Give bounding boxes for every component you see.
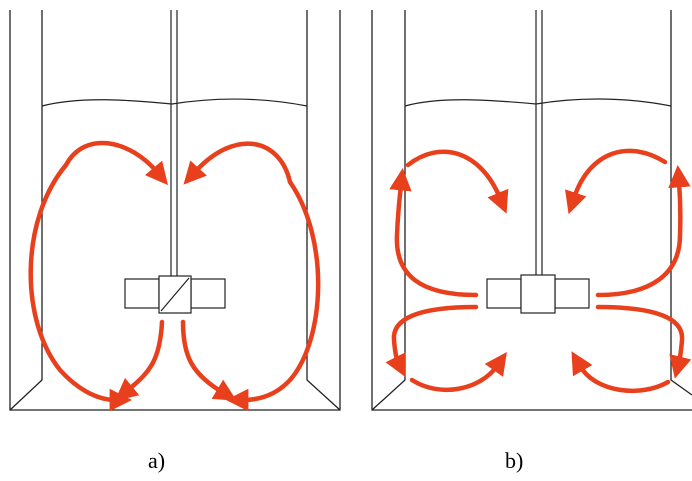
circulation-loop-arrow-icon [385, 148, 692, 394]
liquid-surface-a [41, 98, 308, 107]
flow-arrow-a-upper-left [63, 140, 169, 186]
caption-panel-a: a) [148, 448, 166, 473]
panel-b [371, 10, 692, 411]
flow-arrow-a-right-loop [225, 179, 321, 412]
flow-arrow-b-top-left-arc [405, 149, 509, 214]
flow-arrow-b-top-left-loop [389, 167, 479, 298]
flow-arrow-a-upper-right [183, 141, 293, 185]
flow-arrow-a-left-loop [28, 162, 133, 412]
tank-b [371, 10, 692, 411]
liquid-surface-b [404, 98, 672, 107]
tank-a [9, 10, 341, 411]
shaft-a [170, 10, 178, 276]
flow-arrow-b-bottom-right-arc [571, 351, 671, 394]
flow-arrow-b-top-right-arc [565, 148, 668, 215]
radial-flow-impeller-icon [486, 274, 590, 314]
flow-arrow-a-center-right [180, 319, 237, 401]
flow-arrow-b-top-right-loop [595, 164, 691, 298]
flow-arrow-b-bottom-right-loop [595, 304, 692, 379]
axial-flow-impeller-icon [124, 275, 226, 314]
circulation-loop-arrow-icon [28, 140, 321, 412]
shaft-b [535, 10, 543, 275]
flow-arrow-b-bottom-left-loop [385, 304, 479, 378]
panel-a [9, 10, 341, 412]
flow-arrow-b-bottom-left-arc [409, 352, 507, 393]
caption-panel-b: b) [505, 448, 524, 473]
flow-arrow-a-center-left [114, 319, 165, 401]
